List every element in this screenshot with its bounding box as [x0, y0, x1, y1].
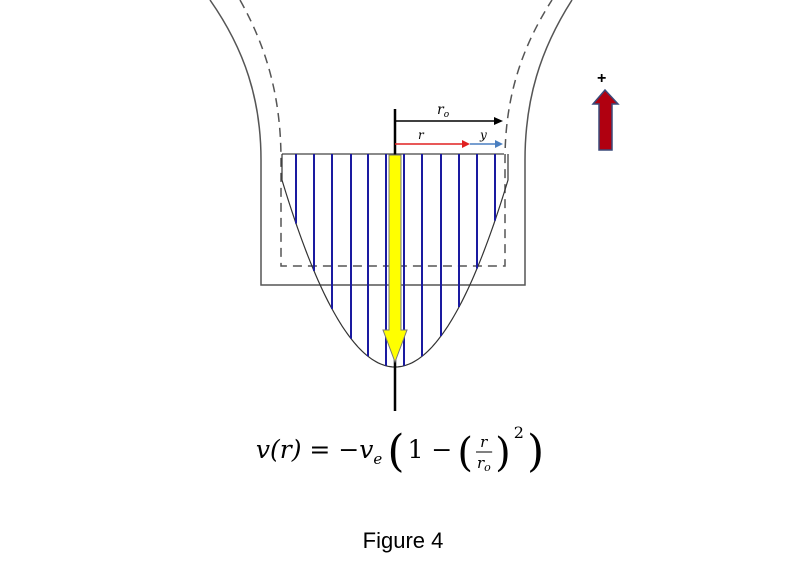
fraction-denominator: ro — [477, 454, 491, 474]
radius-arrowhead — [462, 140, 470, 148]
equation-one-minus: 1 − — [408, 435, 453, 464]
velocity-arrow — [382, 154, 408, 364]
fraction-numerator: r — [480, 433, 488, 451]
radius-label: r — [418, 128, 425, 142]
velocity-equation: v(r) = −ve ( 1 − ( r ro ) 2 ) — [256, 423, 544, 477]
equation-exponent: 2 — [514, 423, 524, 442]
gap-label: y — [479, 128, 487, 142]
figure-caption: Figure 4 — [363, 528, 444, 553]
positive-direction-arrow — [591, 88, 620, 151]
positive-direction-label: + — [597, 70, 606, 87]
outer-radius-label: ro — [437, 102, 450, 120]
inner-dashed-wall — [239, 0, 553, 267]
gap-arrowhead — [495, 140, 503, 148]
paren-close: ) — [527, 426, 544, 477]
equation-lhs: v(r) = −ve — [256, 435, 383, 468]
inner-paren-close: ) — [495, 430, 511, 476]
outer-radius-arrowhead — [494, 117, 503, 125]
inner-paren-open: ( — [457, 430, 473, 476]
paren-open: ( — [387, 426, 404, 477]
